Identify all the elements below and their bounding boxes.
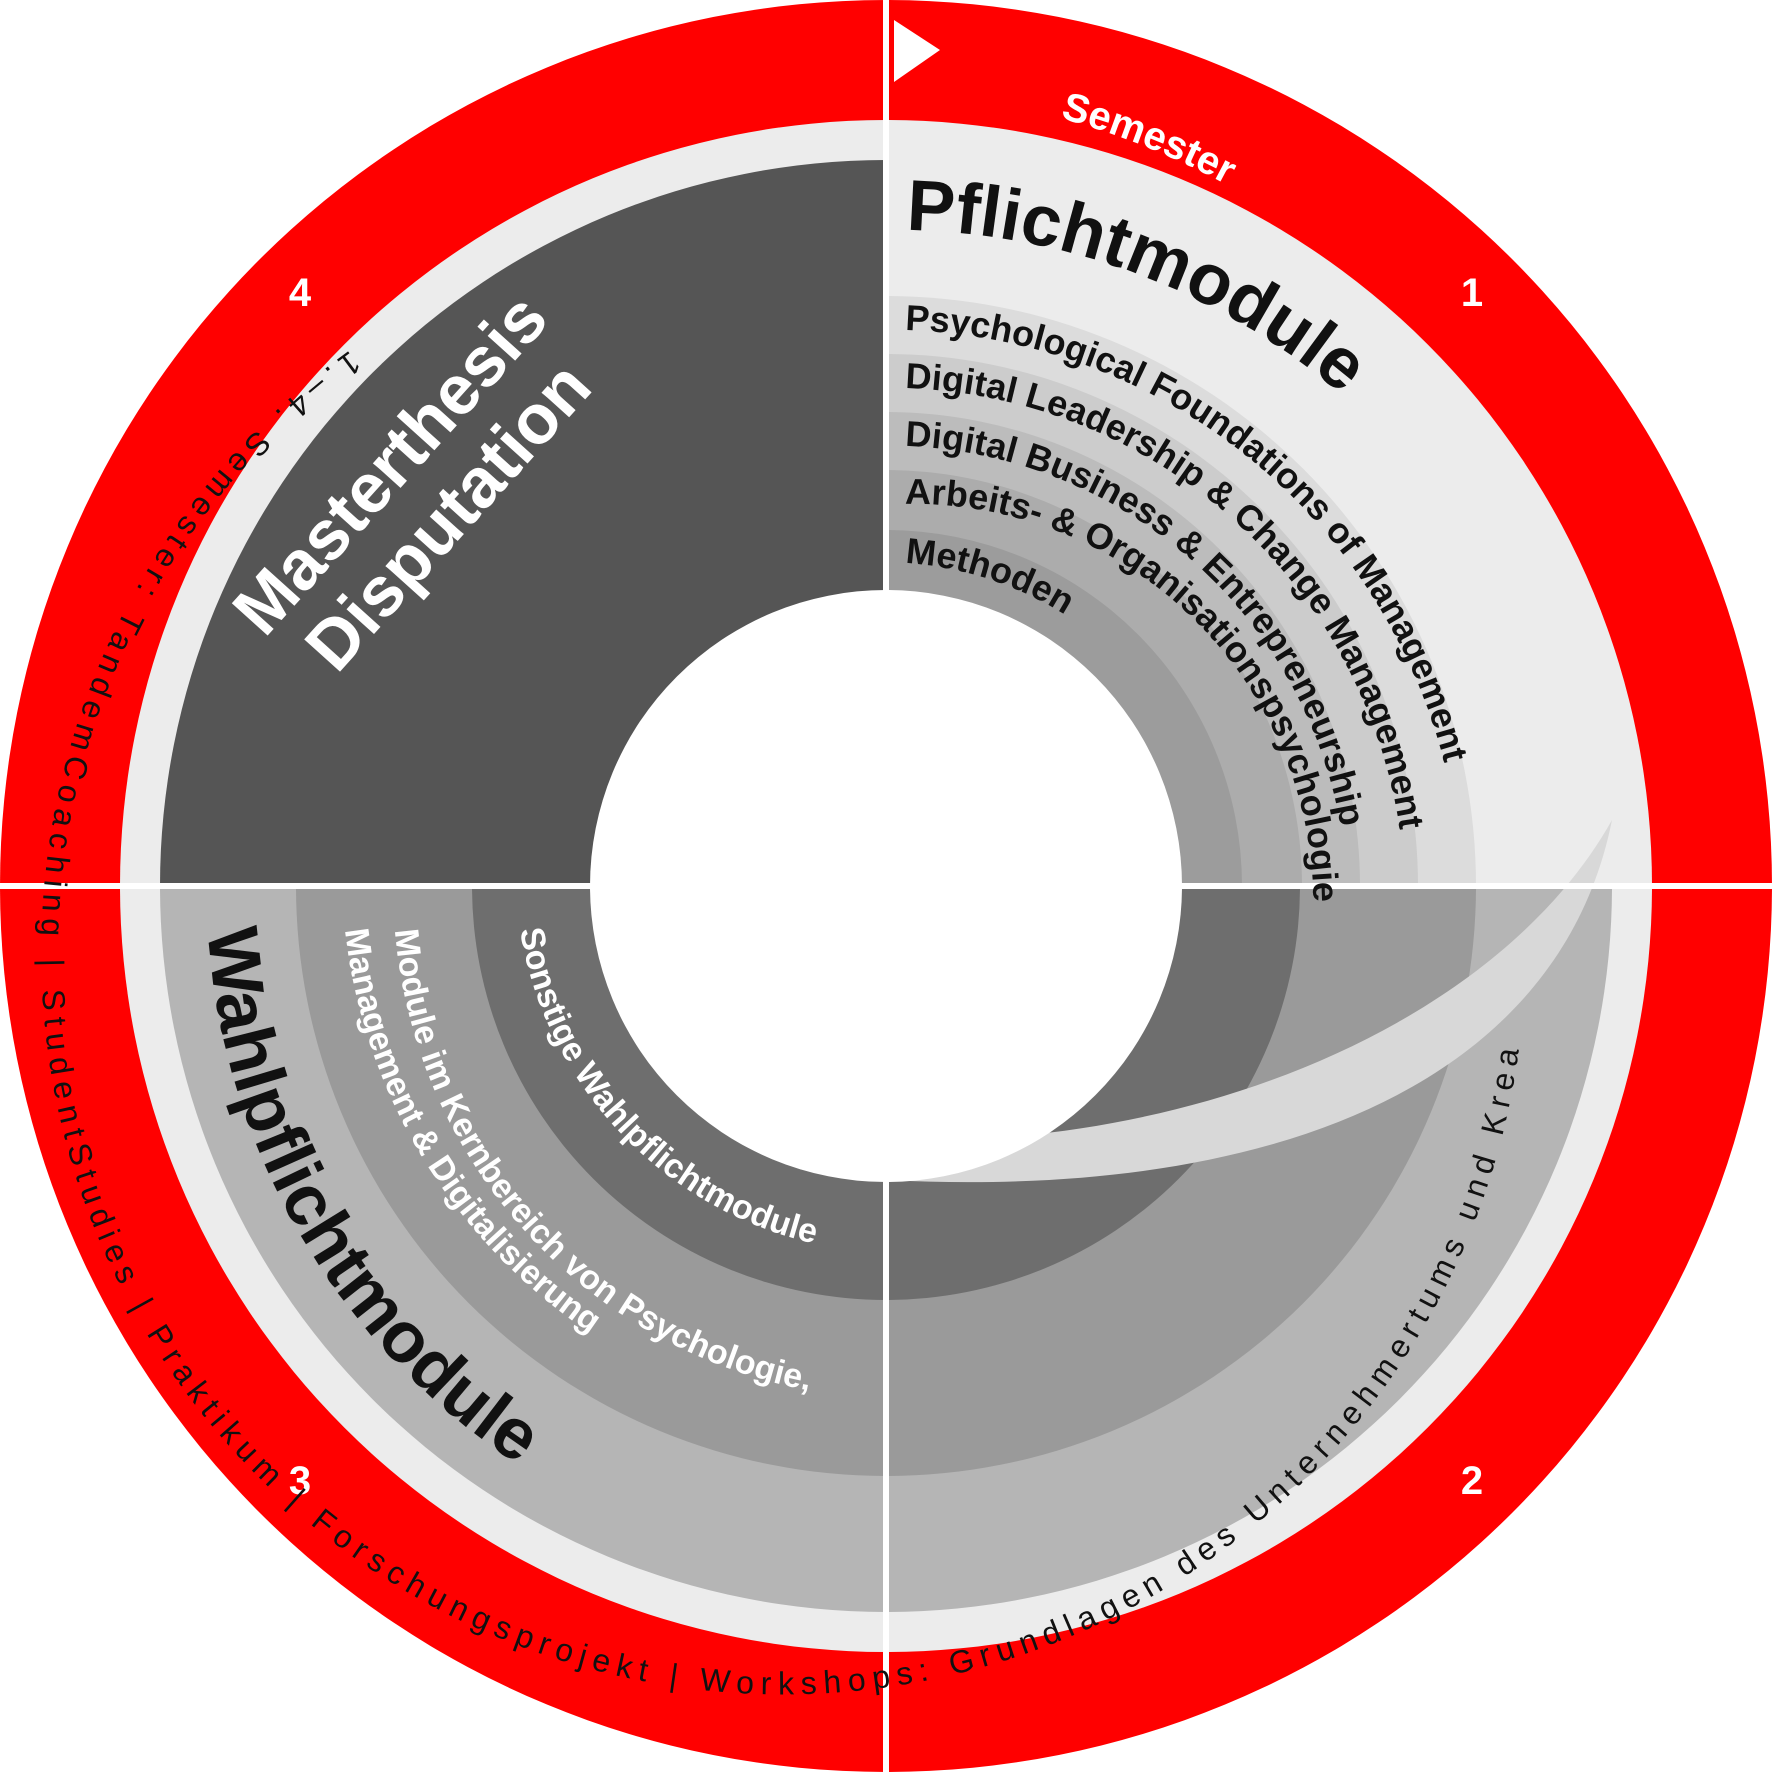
semester-number-2: 2 (1461, 1459, 1483, 1503)
semester-number-3: 3 (289, 1459, 311, 1503)
semester-number-1: 1 (1461, 271, 1483, 315)
semester-number-4: 4 (289, 271, 312, 315)
direction-arrow-icon (894, 20, 940, 82)
